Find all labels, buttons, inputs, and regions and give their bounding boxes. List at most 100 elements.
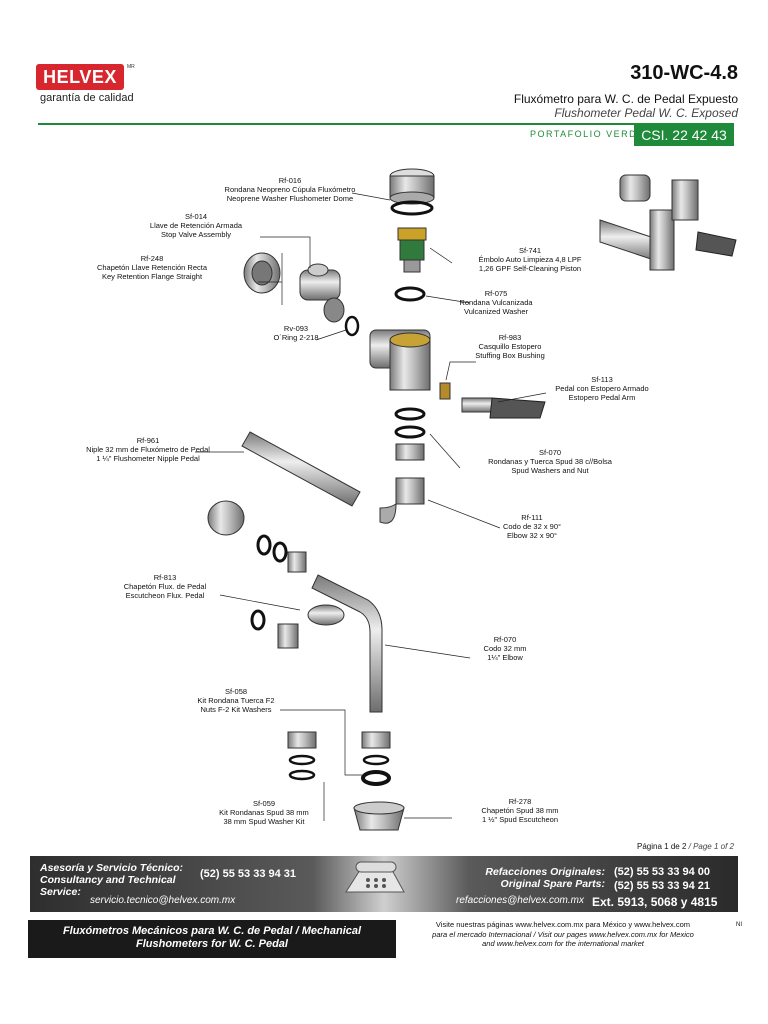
part-label-rf-111-line1: Codo de 32 x 90° — [503, 522, 561, 531]
part-label-sf-741-code: Sf-741 — [519, 246, 541, 255]
part-label-sf-070-code: Sf-070 — [539, 448, 561, 457]
part-label-rf-983-line1: Casquillo Estopero — [479, 342, 542, 351]
part-label-rf-016-line1: Rondana Neopreno Cúpula Fluxómetro — [225, 185, 356, 194]
footer-code: NI — [736, 922, 742, 928]
part-label-rf-111-code: Rf-111 — [521, 513, 542, 522]
service-title-en1: Consultancy and Technical — [40, 874, 176, 886]
spud-washers — [394, 407, 426, 461]
page-number-es: Página 1 de 2 — [637, 842, 687, 851]
spare-parts-title-en: Original Spare Parts: — [500, 878, 605, 890]
footer-title-line2: Flushometers for W. C. Pedal — [136, 938, 288, 950]
page-number-en: / Page 1 of 2 — [688, 842, 734, 851]
escutcheon-flux-top — [207, 500, 245, 536]
part-label-rf-075-code: Rf-075 — [485, 289, 508, 298]
f2-kit-right — [361, 731, 391, 786]
spare-parts-title: Refacciones Originales: Original Spare P… — [445, 866, 605, 890]
telephone-icon — [345, 861, 405, 893]
helvex-logo: HELVEX — [36, 64, 124, 90]
pedal-arm — [461, 397, 546, 419]
part-label-sf-059-line1: Kit Rondanas Spud 38 mm — [219, 808, 309, 817]
part-label-sf-014-line2: Stop Valve Assembly — [161, 230, 231, 239]
part-label-rf-961-line2: 1 ¼" Flushometer Nipple Pedal — [96, 454, 200, 463]
part-label-rf-248-line2: Key Retention Flange Straight — [102, 272, 203, 281]
valve-body — [369, 329, 431, 391]
part-label-rf-813-code: Rf-813 — [154, 573, 177, 582]
service-title-es: Asesoría y Servicio Técnico: — [40, 862, 183, 874]
part-label-sf-070-line1: Rondanas y Tuerca Spud 38 c//Bolsa — [488, 457, 613, 466]
footer-title-line1: Fluxómetros Mecánicos para W. C. de Peda… — [62, 925, 362, 937]
part-label-rf-961-line1: Niple 32 mm de Fluxómetro de Pedal — [86, 445, 210, 454]
part-label-sf-070-line2: Spud Washers and Nut — [511, 466, 589, 475]
service-title-en2: Service: — [40, 886, 81, 898]
part-label-rf-248-code: Rf-248 — [141, 254, 164, 263]
vulcanized-washer — [394, 286, 426, 302]
part-label-rf-070-line2: 1¼" Elbow — [487, 653, 523, 662]
footer-note-line1: Visite nuestras páginas www.helvex.com.m… — [435, 920, 691, 929]
part-label-rv-093-line1: O´Ring 2-218 — [273, 333, 318, 342]
o-ring — [344, 315, 360, 337]
part-label-rf-278-code: Rf-278 — [509, 797, 532, 806]
spare-parts-title-es: Refacciones Originales: — [485, 866, 605, 878]
page-number: Página 1 de 2 / Page 1 of 2 — [637, 842, 734, 851]
part-label-rf-983-line2: Stuffing Box Bushing — [475, 351, 545, 360]
header-divider — [38, 123, 734, 125]
part-label-rf-813-line1: Chapetón Flux. de Pedal — [124, 582, 207, 591]
model-number: 310-WC-4.8 — [630, 62, 738, 84]
part-label-sf-059-line2: 38 mm Spud Washer Kit — [223, 817, 305, 826]
spud-escutcheon-rim — [353, 801, 405, 815]
part-label-rv-093-code: Rv-093 — [284, 324, 308, 333]
part-label-sf-059-code: Sf-059 — [253, 799, 275, 808]
footer-website-note: Visite nuestras páginas www.helvex.com.m… — [398, 920, 728, 949]
part-label-rf-070-line1: Codo 32 mm — [484, 644, 527, 653]
stuffing-bushing — [439, 382, 451, 400]
footer-title-box — [28, 920, 396, 958]
washer-nut-set-2 — [250, 609, 299, 649]
logo-text: HELVEX — [43, 67, 117, 87]
part-label-rf-016-line2: Neoprene Washer Flushometer Dome — [227, 194, 353, 203]
tagline: garantía de calidad — [40, 92, 134, 104]
part-label-rf-961-code: Rf-961 — [137, 436, 160, 445]
spare-parts-extensions: Ext. 5913, 5068 y 4815 — [592, 895, 718, 909]
service-phone: (52) 55 53 33 94 31 — [200, 868, 297, 880]
retention-flange-hole — [251, 260, 273, 286]
part-label-sf-741-line1: Émbolo Auto Limpieza 4,8 LPF — [479, 255, 582, 264]
part-label-rf-278-line1: Chapetón Spud 38 mm — [481, 806, 558, 815]
assembled-view — [599, 174, 737, 271]
part-label-sf-058-code: Sf-058 — [225, 687, 247, 696]
portafolio-label: PORTAFOLIO VERDE — [530, 129, 645, 139]
piston-part — [397, 227, 427, 273]
part-label-rf-813-line2: Escutcheon Flux. Pedal — [126, 591, 205, 600]
part-label-sf-741-line2: 1,26 GPF Self-Cleaning Piston — [479, 264, 581, 273]
spare-parts-phone-2: (52) 55 53 33 94 21 — [614, 880, 711, 892]
part-label-rf-278-line2: 1 ½" Spud Escutcheon — [482, 815, 558, 824]
footer-note-line2: para el mercado Internacional / Visit ou… — [432, 929, 694, 939]
footer-note-line3: and www.helvex.com for the international… — [482, 939, 644, 948]
spare-parts-email[interactable]: refacciones@helvex.com.mx — [456, 895, 584, 906]
subtitle-english: Flushometer Pedal W. C. Exposed — [554, 106, 738, 120]
part-label-rf-075-line1: Rondana Vulcanizada — [459, 298, 533, 307]
leader-lines — [195, 192, 547, 821]
part-label-rf-983-code: Rf-983 — [499, 333, 522, 342]
footer-title: Fluxómetros Mecánicos para W. C. de Peda… — [28, 925, 396, 951]
service-email[interactable]: servicio.tecnico@helvex.com.mx — [90, 895, 236, 906]
part-label-sf-014-line1: Llave de Retención Armada — [150, 221, 243, 230]
part-label-sf-014-code: Sf-014 — [185, 212, 207, 221]
part-label-rf-111-line2: Elbow 32 x 90° — [507, 531, 557, 540]
part-label-sf-113-line1: Pedal con Estopero Armado — [555, 384, 648, 393]
stop-valve-part — [299, 263, 345, 323]
washer-nut-set-1 — [256, 534, 307, 573]
service-title: Asesoría y Servicio Técnico: Consultancy… — [40, 862, 183, 898]
f2-kit-left — [287, 731, 317, 781]
part-label-sf-113-code: Sf-113 — [591, 375, 613, 384]
part-label-sf-058-line1: Kit Rondana Tuerca F2 — [197, 696, 274, 705]
part-label-rf-070-code: Rf-070 — [494, 635, 517, 644]
subtitle-spanish: Fluxómetro para W. C. de Pedal Expuesto — [513, 92, 738, 106]
nipple-pipe — [241, 431, 361, 507]
part-label-rf-016-code: Rf-016 — [279, 176, 302, 185]
part-label-sf-113-line2: Estopero Pedal Arm — [569, 393, 636, 402]
part-label-rf-248-line1: Chapetón Llave Retención Recta — [97, 263, 208, 272]
dome-part — [389, 168, 435, 216]
part-label-rf-075-line2: Vulcanized Washer — [464, 307, 529, 316]
